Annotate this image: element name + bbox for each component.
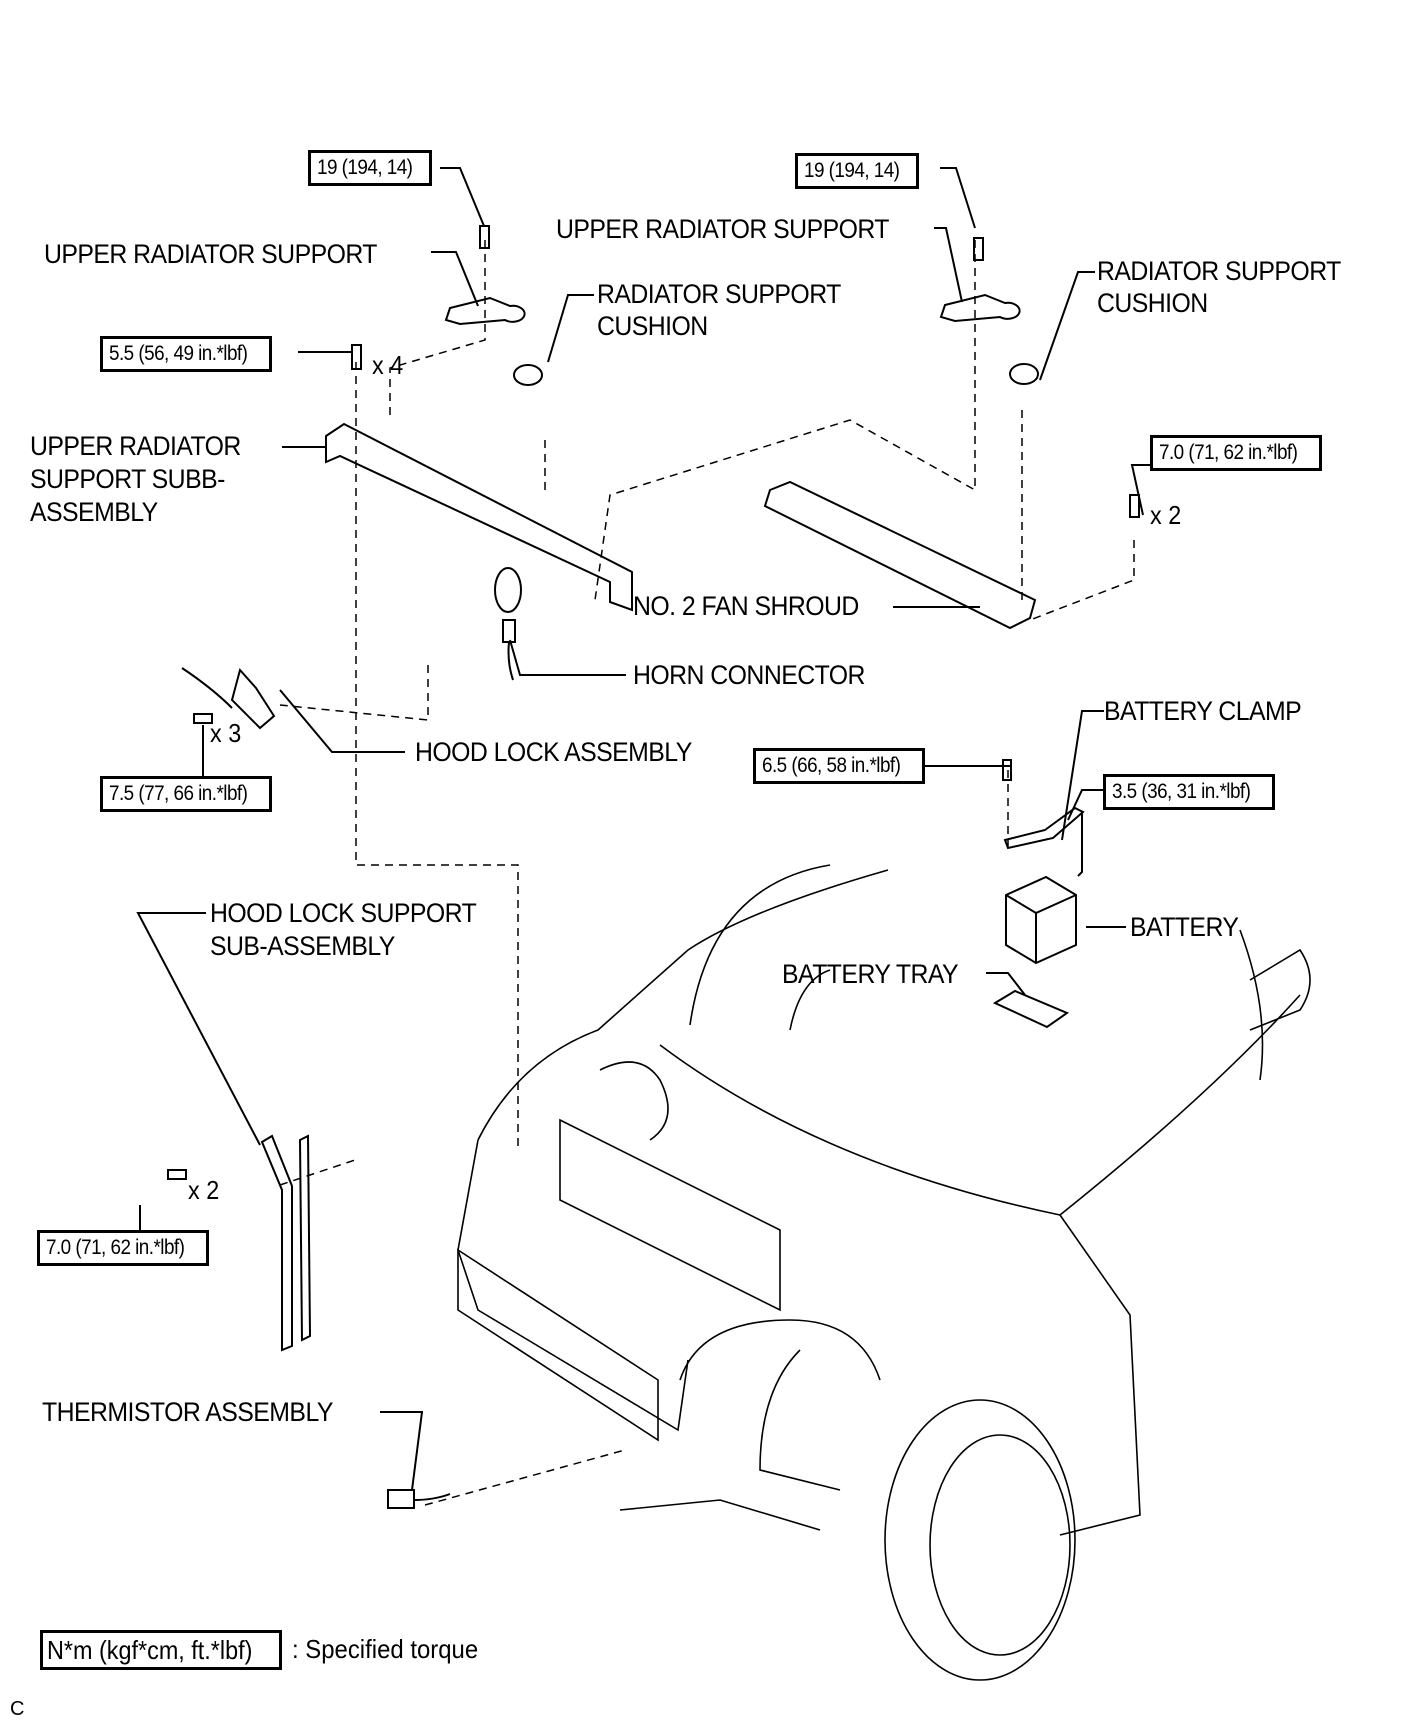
bolt-icon (1129, 494, 1140, 518)
qty-hood-lock-bolts: x 3 (210, 718, 242, 748)
radiator-support-cushion-left-part (513, 364, 543, 386)
label-battery-tray: BATTERY TRAY (782, 959, 959, 989)
leader-line (136, 912, 261, 1146)
label-upper-radiator-support-right: UPPER RADIATOR SUPPORT (556, 214, 889, 244)
vehicle-outline (457, 864, 1311, 1681)
label-horn-connector: HORN CONNECTOR (633, 660, 865, 690)
label-radiator-support-cushion-left: RADIATOR SUPPORT (597, 279, 841, 309)
horn-connector-part (502, 619, 516, 643)
label-battery-clamp: BATTERY CLAMP (1104, 696, 1302, 726)
leader-line (940, 167, 976, 229)
radiator-support-cushion-right-part (1009, 363, 1039, 385)
leader-line (440, 167, 485, 227)
qty-hood-lock-support-bolts: x 2 (188, 1175, 220, 1205)
battery-tray-part (992, 989, 1070, 1029)
label-radiator-support-cushion-right: RADIATOR SUPPORT (1097, 256, 1341, 286)
upper-radiator-support-sub-assembly-part (325, 422, 633, 612)
bolt-icon (1002, 759, 1012, 781)
torque-hood-lock-support-bolts: 7.0 (71, 62 in.*lbf) (37, 1230, 209, 1266)
torque-upper-support-bolt-left: 19 (194, 14) (308, 150, 433, 186)
leader-line (547, 294, 594, 363)
label-radiator-support-cushion-left-line2: CUSHION (597, 311, 708, 341)
label-battery: BATTERY (1130, 912, 1239, 942)
label-upper-radiator-support-sub-assembly-line2: SUPPORT SUBB- (30, 464, 225, 494)
qty-fan-shroud-bolts: x 2 (1150, 500, 1182, 530)
torque-sub-assembly-bolts: 5.5 (56, 49 in.*lbf) (100, 336, 272, 372)
horn-part (494, 567, 522, 613)
bolt-icon (167, 1169, 187, 1180)
leader-line (380, 1411, 424, 1491)
hood-lock-assembly-part (230, 667, 276, 730)
label-upper-radiator-support-sub-assembly-line3: ASSEMBLY (30, 497, 158, 527)
bolt-icon (973, 237, 984, 261)
label-hood-lock-support-line2: SUB-ASSEMBLY (210, 931, 395, 961)
leader-line (509, 639, 626, 676)
bolt-icon (479, 225, 490, 249)
no2-fan-shroud-part (763, 480, 1037, 630)
bolt-icon (351, 344, 362, 370)
leader-line (431, 251, 479, 307)
torque-upper-support-bolt-right: 19 (194, 14) (795, 153, 920, 189)
leader-line (1130, 464, 1150, 516)
hood-lock-support-part (260, 1134, 312, 1352)
qty-sub-assembly-bolts: x 4 (372, 350, 404, 380)
label-hood-lock-support: HOOD LOCK SUPPORT (210, 898, 477, 928)
leader-line (1061, 710, 1104, 841)
leader-line (1067, 789, 1103, 821)
leader-line (279, 689, 405, 753)
torque-battery-clamp-bolt: 6.5 (66, 58 in.*lbf) (753, 748, 925, 784)
upper-radiator-support-left-part (444, 296, 526, 326)
torque-fan-shroud-bolts: 7.0 (71, 62 in.*lbf) (1150, 435, 1322, 471)
label-radiator-support-cushion-right-line2: CUSHION (1097, 288, 1208, 318)
leader-line (1039, 271, 1095, 381)
upper-radiator-support-right-part (939, 293, 1021, 323)
leader-line (934, 227, 963, 303)
legend-torque-unit-box: N*m (kgf*cm, ft.*lbf) (40, 1630, 283, 1670)
legend-description: : Specified torque (292, 1634, 479, 1664)
bolt-icon (193, 713, 213, 724)
torque-battery-clamp-nut: 3.5 (36, 31 in.*lbf) (1103, 774, 1275, 810)
label-upper-radiator-support-sub-assembly: UPPER RADIATOR (30, 431, 241, 461)
label-thermistor-assembly: THERMISTOR ASSEMBLY (42, 1397, 333, 1427)
torque-hood-lock-bolts: 7.5 (77, 66 in.*lbf) (100, 776, 272, 812)
leader-line (986, 972, 1026, 996)
label-hood-lock-assembly: HOOD LOCK ASSEMBLY (415, 737, 692, 767)
battery-part (1005, 875, 1077, 965)
corner-mark: C (10, 1698, 25, 1720)
thermistor-assembly-part (387, 1489, 415, 1509)
label-no2-fan-shroud: NO. 2 FAN SHROUD (633, 591, 859, 621)
label-upper-radiator-support-left: UPPER RADIATOR SUPPORT (44, 239, 377, 269)
